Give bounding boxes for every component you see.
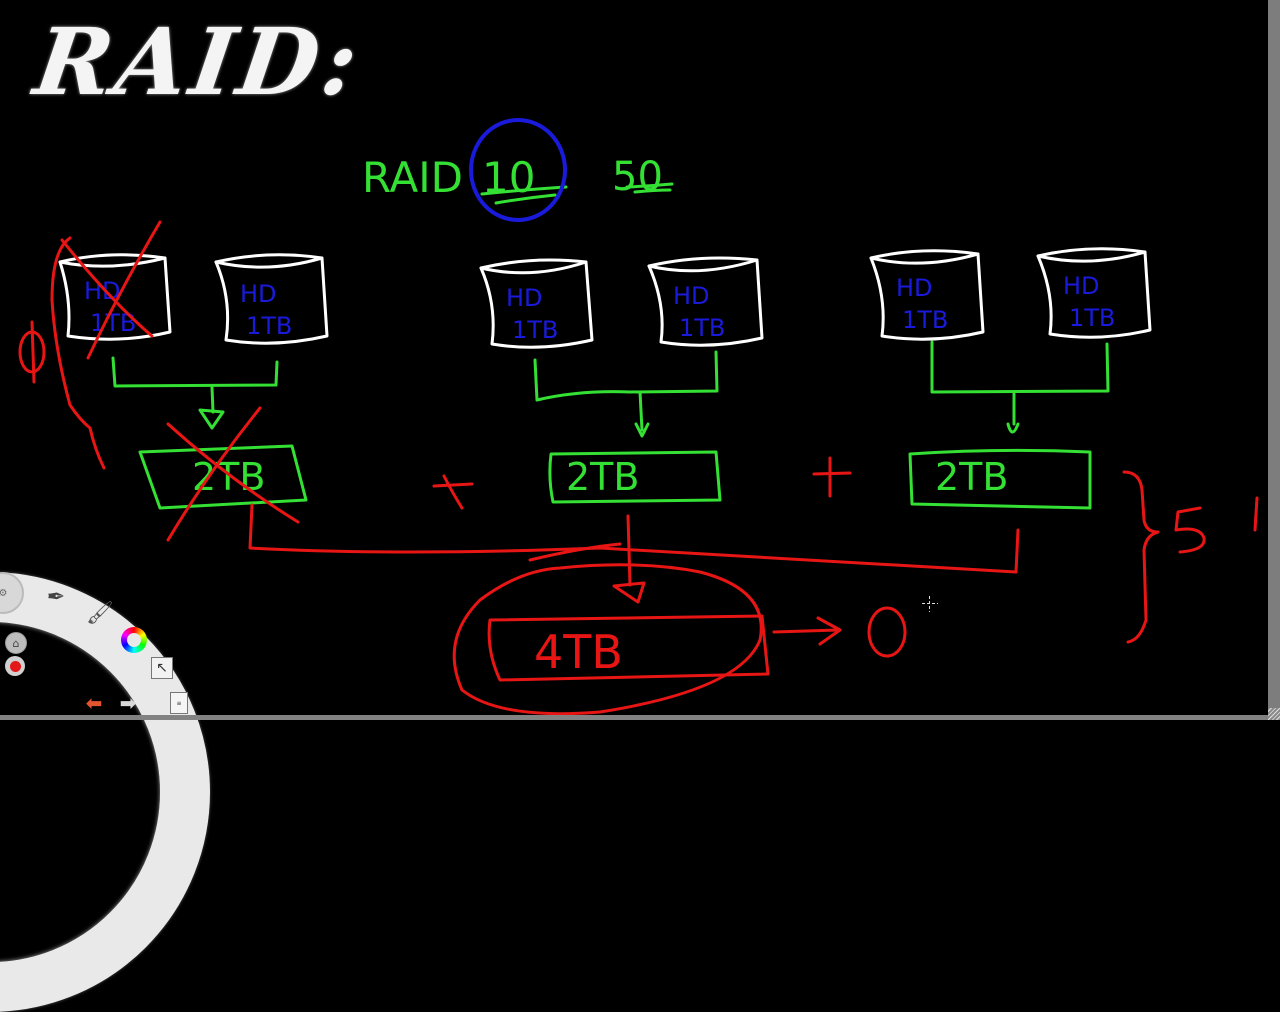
gear-icon: ⚙ [0,587,8,599]
svg-text:1TB: 1TB [902,306,948,334]
svg-text:HD: HD [1063,272,1100,300]
raid-diagram: RAID 10 50 [18,118,1259,715]
undo-arrow-icon: ⬅ [85,691,103,715]
svg-text:1TB: 1TB [512,316,558,344]
door-icon: ⌂ [12,636,20,650]
horizontal-scrollbar[interactable] [0,715,1268,720]
heading-strokes: RAID 10 50 [362,153,674,205]
record-icon [9,660,21,672]
vertical-scrollbar[interactable] [1268,0,1280,715]
stripe-result-label: 4TB [534,625,623,679]
color-picker-button[interactable] [121,627,147,653]
connectors [111,340,1110,510]
document-tool-button[interactable]: ≡ [170,692,188,714]
redo-button[interactable]: ➡ [114,691,142,715]
svg-text:HD: HD [506,284,543,312]
exit-button[interactable]: ⌂ [5,632,27,654]
svg-text:HD: HD [896,274,933,302]
brush-icon: 🖌 [86,600,114,626]
redo-arrow-icon: ➡ [119,691,137,715]
select-tool-button[interactable]: ↖ [151,657,173,679]
arrow-cursor-icon: ↖ [156,660,168,676]
resize-grip[interactable] [1268,708,1280,720]
record-button[interactable] [5,656,25,676]
pen-tool-button[interactable]: ✒ [42,582,70,612]
pen-icon: ✒ [46,584,66,610]
undo-button[interactable]: ⬅ [80,691,108,715]
svg-text:HD: HD [240,280,277,308]
drawing-canvas[interactable]: RAID: RAID 10 50 [0,0,1268,715]
svg-text:1TB: 1TB [90,309,136,337]
mirror-label-3: 2TB [935,455,1008,499]
annotations [18,220,1259,715]
heading-raid: RAID [362,153,463,202]
svg-text:1TB: 1TB [246,312,292,340]
document-icon: ≡ [176,699,182,707]
svg-text:HD: HD [673,282,710,310]
svg-text:1TB: 1TB [679,314,725,342]
mirror-label-2: 2TB [566,455,639,499]
brush-tool-button[interactable]: 🖌 [86,598,114,628]
circle-highlight [469,118,567,222]
crosshair-cursor [922,596,938,612]
disk-shapes [58,247,1152,349]
svg-text:1TB: 1TB [1069,304,1115,332]
